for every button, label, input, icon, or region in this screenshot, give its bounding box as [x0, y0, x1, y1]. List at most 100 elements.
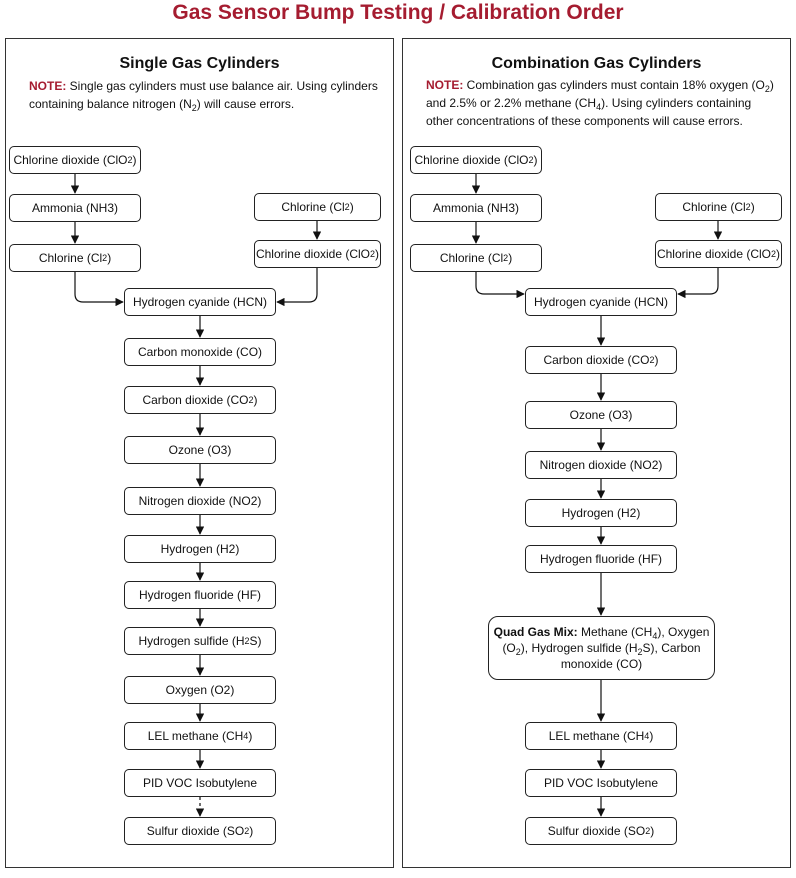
label-text: Sulfur dioxide (SO	[547, 824, 646, 838]
label-text: Ozone (O3)	[168, 443, 232, 457]
gas-box-hydrogen: Hydrogen (H2)	[525, 499, 677, 527]
note-text: Single gas cylinders must use balance ai…	[29, 79, 378, 111]
label-text: S)	[249, 634, 262, 648]
label-text: )	[248, 729, 253, 743]
single-gas-note: NOTE: Single gas cylinders must use bala…	[29, 77, 379, 113]
label-text: )	[649, 729, 654, 743]
note-subscript: 2	[764, 84, 770, 94]
label-text: ), Oxygen (O	[502, 625, 710, 655]
gas-box-ozone: Ozone (O3)	[124, 436, 276, 464]
label-text: Hydrogen (H2)	[160, 542, 240, 556]
label-text: Chlorine dioxide (ClO	[414, 153, 529, 167]
label-text: Carbon dioxide (CO	[142, 393, 249, 407]
gas-box-oxygen: Oxygen (O2)	[124, 676, 276, 704]
label-text: )	[533, 153, 538, 167]
label-text: ), Hydrogen sulfide (H	[520, 641, 638, 655]
label-text: )	[132, 153, 137, 167]
label-text: LEL methane (CH	[147, 729, 244, 743]
label-text: PID VOC Isobutylene	[543, 776, 659, 790]
label-text: Carbon monoxide (CO)	[137, 345, 263, 359]
gas-box-hydrogen: Hydrogen (H2)	[124, 535, 276, 563]
label-text: Quad Gas Mix:	[493, 625, 578, 639]
single-gas-heading: Single Gas Cylinders	[119, 55, 280, 72]
note-label: NOTE:	[426, 78, 464, 92]
gas-box-carbon-monoxide: Carbon monoxide (CO)	[124, 338, 276, 366]
gas-box-ozone: Ozone (O3)	[525, 401, 677, 429]
label-text: Oxygen (O2)	[165, 683, 235, 697]
label-text: )	[253, 393, 258, 407]
note-label: NOTE:	[29, 79, 67, 93]
gas-box-hydrogen-fluoride: Hydrogen fluoride (HF)	[124, 581, 276, 609]
note-text: ). Using cylinders containing other conc…	[426, 96, 752, 128]
note-subscript: 4	[596, 102, 602, 112]
note-text: Combination gas cylinders must contain 1…	[463, 78, 765, 92]
gas-box-pid-voc: PID VOC Isobutylene	[124, 769, 276, 797]
label-text: Chlorine (Cl	[281, 200, 345, 214]
gas-box-ammonia: Ammonia (NH3)	[410, 194, 542, 222]
formula-subscript: 2	[515, 647, 521, 657]
label-text: Hydrogen fluoride (HF)	[138, 588, 262, 602]
label-text: )	[650, 824, 655, 838]
label-text: )	[107, 251, 112, 265]
label-text: Chlorine dioxide (ClO	[656, 247, 772, 261]
label-text: Quad Gas Mix: Methane (CH4), Oxygen (O2)…	[493, 624, 710, 672]
label-text: Chlorine (Cl	[38, 251, 103, 265]
label-text: Methane (CH	[577, 625, 653, 639]
label-text: Chlorine (Cl	[682, 200, 746, 214]
label-text: Chlorine dioxide (ClO	[13, 153, 128, 167]
combination-gas-heading: Combination Gas Cylinders	[491, 55, 702, 72]
label-text: Hydrogen sulfide (H	[138, 634, 245, 648]
combination-gas-note: NOTE: Combination gas cylinders must con…	[426, 76, 776, 130]
gas-box-nitrogen-dioxide: Nitrogen dioxide (NO2)	[525, 451, 677, 479]
quad-gas-mix-box: Quad Gas Mix: Methane (CH4), Oxygen (O2)…	[488, 616, 715, 680]
gas-box-nitrogen-dioxide: Nitrogen dioxide (NO2)	[124, 487, 276, 515]
label-text: )	[349, 200, 354, 214]
note-subscript: 2	[191, 103, 197, 113]
label-text: PID VOC Isobutylene	[142, 776, 258, 790]
label-text: Hydrogen cyanide (HCN)	[132, 295, 268, 309]
gas-box-hydrogen-cyanide: Hydrogen cyanide (HCN)	[124, 288, 276, 316]
label-text: Chlorine (Cl	[439, 251, 504, 265]
note-text: ) and 2.5% or 2.2% methane (CH	[426, 78, 774, 110]
label-text: S), Carbon monoxide (CO)	[560, 641, 701, 671]
label-text: Ozone (O3)	[569, 408, 633, 422]
label-text: LEL methane (CH	[548, 729, 645, 743]
label-text: )	[776, 247, 781, 261]
label-text: Ammonia (NH3)	[31, 201, 118, 215]
label-text: )	[750, 200, 755, 214]
label-text: Hydrogen (H2)	[561, 506, 641, 520]
label-text: )	[654, 353, 659, 367]
label-text: Nitrogen dioxide (NO2)	[539, 458, 663, 472]
gas-box-hydrogen-cyanide: Hydrogen cyanide (HCN)	[525, 288, 677, 316]
label-text: Hydrogen fluoride (HF)	[539, 552, 663, 566]
label-text: Nitrogen dioxide (NO2)	[138, 494, 262, 508]
label-text: )	[249, 824, 254, 838]
gas-box-ammonia: Ammonia (NH3)	[9, 194, 141, 222]
label-text: Hydrogen cyanide (HCN)	[533, 295, 669, 309]
label-text: Ammonia (NH3)	[432, 201, 519, 215]
formula-subscript: 4	[652, 631, 658, 641]
page-title: Gas Sensor Bump Testing / Calibration Or…	[172, 1, 624, 24]
label-text: )	[375, 247, 380, 261]
formula-subscript: 2	[637, 647, 643, 657]
label-text: Chlorine dioxide (ClO	[255, 247, 371, 261]
label-text: )	[508, 251, 513, 265]
gas-box-hydrogen-fluoride: Hydrogen fluoride (HF)	[525, 545, 677, 573]
gas-box-pid-voc: PID VOC Isobutylene	[525, 769, 677, 797]
label-text: Sulfur dioxide (SO	[146, 824, 245, 838]
